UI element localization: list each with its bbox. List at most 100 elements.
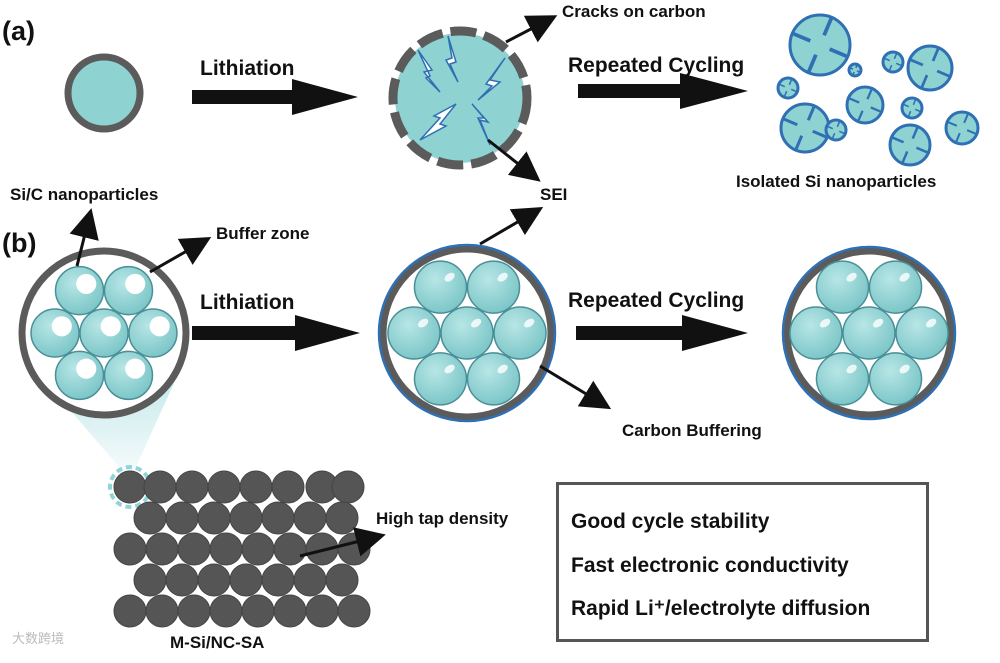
- electrode-particle: [273, 594, 307, 628]
- si-nanoparticle: [895, 306, 949, 360]
- sic-cluster-pristine: [18, 247, 190, 419]
- si-nanoparticle: [815, 260, 870, 314]
- highlight: [846, 272, 857, 282]
- benefits-box: Good cycle stability Fast electronic con…: [556, 482, 929, 642]
- electrode-particle: [113, 470, 147, 504]
- electrode-particle: [241, 594, 275, 628]
- electrode-particle: [305, 594, 339, 628]
- buffer-void: [76, 273, 97, 295]
- isolated-si-particle: [788, 13, 852, 77]
- isolated-si-particle: [881, 50, 905, 74]
- electrode-particle: [229, 501, 263, 535]
- electrode-particle: [337, 532, 371, 566]
- highlight: [497, 364, 508, 374]
- electrode-particle: [133, 563, 167, 597]
- electrode-particle: [325, 563, 359, 597]
- carbon-buffering-label: Carbon Buffering: [622, 421, 762, 440]
- sei-layer: [781, 245, 957, 421]
- electrode-particle: [331, 470, 365, 504]
- buffer-label: Buffer zone: [216, 224, 310, 243]
- electrode-particle: [165, 501, 199, 535]
- electrode-particle: [177, 594, 211, 628]
- electrode-particle: [165, 563, 199, 597]
- electrode-particle: [337, 594, 371, 628]
- buffer-void: [125, 273, 146, 295]
- watermark: 大数跨境: [12, 632, 65, 647]
- si-nanoparticle: [466, 352, 521, 406]
- isolated-si-cluster: [776, 13, 980, 167]
- electrode-particle: [133, 501, 167, 535]
- cycling-arrow-b: [576, 315, 748, 351]
- electrode-particle: [261, 501, 295, 535]
- benefit-item: Fast electronic conductivity: [571, 554, 849, 577]
- si-nanoparticle: [815, 352, 870, 406]
- electrode-particle: [261, 563, 295, 597]
- si-nanoparticle: [493, 306, 547, 360]
- sei-pointer-a: [487, 138, 541, 182]
- isolated-si-particle: [906, 44, 954, 92]
- si-nanoparticle: [868, 260, 923, 314]
- sic-cluster-cycled: [781, 245, 957, 421]
- si-nanoparticle: [440, 306, 494, 360]
- isolated-si-particle: [779, 102, 831, 154]
- electrode-particle: [273, 532, 307, 566]
- sei-pointer-b: [479, 206, 544, 246]
- si-nanoparticle: [413, 352, 468, 406]
- buffer-pointer: [149, 237, 212, 274]
- lithiation-label-a: Lithiation: [200, 57, 295, 80]
- expanded-si-particle: [388, 26, 532, 170]
- electrode-particle: [241, 532, 275, 566]
- highlight: [444, 364, 455, 374]
- sei-layer: [377, 243, 557, 423]
- packed-electrode: [113, 470, 371, 628]
- cracks-label: Cracks on carbon: [562, 2, 706, 21]
- electrode-particle: [293, 563, 327, 597]
- highlight: [444, 272, 455, 282]
- si-c-pointer: [69, 208, 99, 267]
- electrode-particle: [145, 594, 179, 628]
- cycling-arrow-a: [578, 73, 748, 109]
- si-nanoparticle: [466, 260, 521, 314]
- benefit-item: Rapid Li⁺/electrolyte diffusion: [571, 597, 871, 620]
- cracks-pointer: [505, 15, 558, 44]
- highlight: [497, 272, 508, 282]
- si-nanoparticle: [387, 306, 441, 360]
- lithiation-label-b: Lithiation: [200, 291, 295, 314]
- si-nanoparticle: [413, 260, 468, 314]
- cycling-label-a: Repeated Cycling: [568, 54, 745, 77]
- electrode-particle: [271, 470, 305, 504]
- isolated-si-particle: [824, 118, 848, 142]
- buffer-void: [125, 358, 146, 379]
- highlight: [846, 364, 857, 374]
- highlight: [899, 364, 910, 374]
- electrode-particle: [113, 532, 147, 566]
- panel-b: [18, 206, 957, 628]
- isolated-si-particle: [944, 110, 980, 146]
- buffer-void: [76, 358, 97, 379]
- electrode-particle: [209, 594, 243, 628]
- panel-a: [64, 13, 980, 182]
- highlight: [417, 318, 429, 328]
- isolated-si-particle: [888, 123, 932, 167]
- electrode-particle: [145, 532, 179, 566]
- electrode-particle: [113, 594, 147, 628]
- electrode-particle: [239, 470, 273, 504]
- benefit-item: Good cycle stability: [571, 510, 770, 533]
- panel-b-label: (b): [2, 228, 37, 258]
- electrode-particle: [293, 501, 327, 535]
- buffer-void: [149, 316, 170, 337]
- si-nanoparticle: [842, 306, 896, 360]
- electrode-particle: [209, 532, 243, 566]
- tap-density-label: High tap density: [376, 509, 509, 528]
- electrode-particle: [207, 470, 241, 504]
- electrode-particle: [229, 563, 263, 597]
- electrode-particle: [197, 501, 231, 535]
- highlight: [872, 318, 884, 328]
- isolated-label: Isolated Si nanoparticles: [736, 172, 937, 191]
- electrode-particle: [197, 563, 231, 597]
- electrode-particle: [177, 532, 211, 566]
- cycling-label-b: Repeated Cycling: [568, 289, 745, 312]
- isolated-si-particle: [847, 62, 863, 78]
